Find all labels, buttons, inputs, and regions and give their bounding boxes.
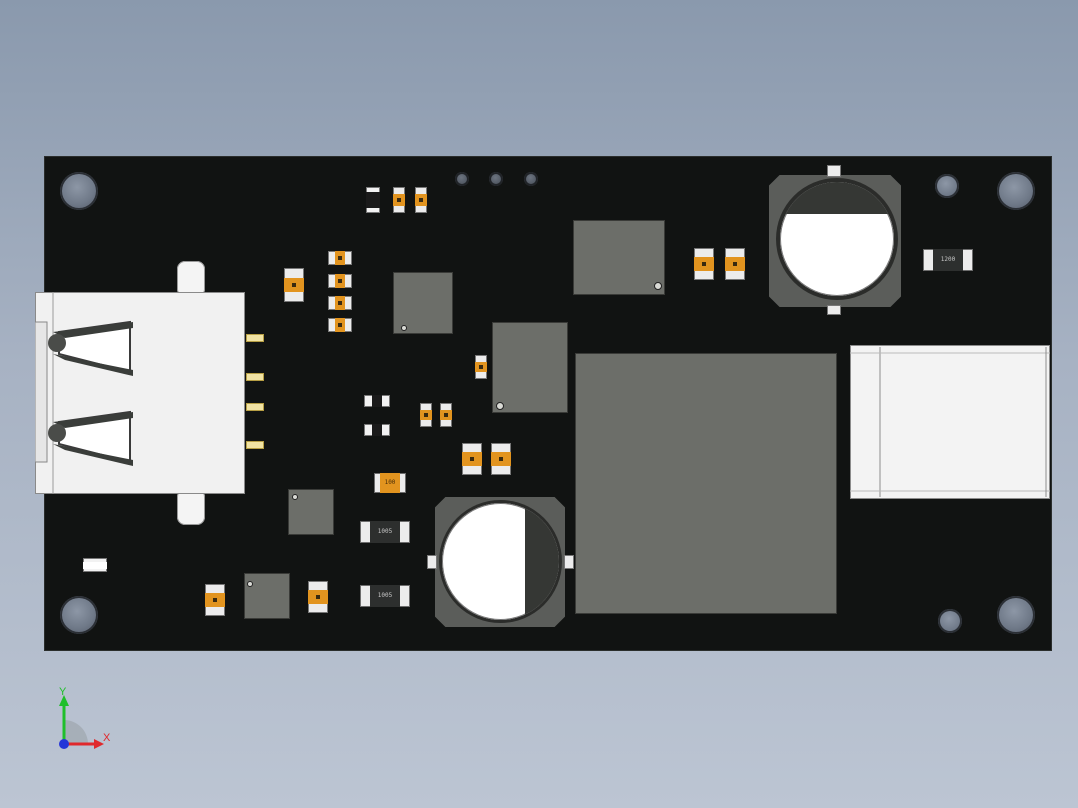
cap-bottom-face	[442, 503, 559, 620]
resistor-r2-marking: 1005	[370, 521, 400, 543]
cap-top-face	[780, 182, 894, 296]
triad-graphic	[59, 695, 104, 749]
pin1-marker	[292, 494, 298, 500]
pin1-marker	[496, 402, 504, 410]
small-hole-top-right	[935, 174, 959, 198]
pin1-marker	[401, 325, 407, 331]
diode-3[interactable]	[364, 424, 390, 436]
axis-y-label: Y	[59, 686, 67, 698]
via-1	[455, 172, 469, 186]
smd-cap-v1[interactable]	[284, 268, 304, 302]
ic-sot-bottom[interactable]	[244, 573, 290, 619]
cap-polarity-stripe	[525, 503, 559, 620]
resistor-r3-marking: 1005	[370, 585, 400, 607]
small-hole-bottom-right	[938, 609, 962, 633]
usb-a-pin-3	[246, 403, 264, 411]
cap-polarity-stripe	[780, 182, 894, 214]
via-2	[489, 172, 503, 186]
cap-lead-right	[564, 555, 574, 569]
resistor-r3[interactable]: 1005	[360, 585, 410, 607]
cap-lead-left	[427, 555, 437, 569]
led-indicator[interactable]	[83, 558, 107, 572]
resistor-r2[interactable]: 1005	[360, 521, 410, 543]
resistor-r1-marking: 1200	[933, 249, 963, 271]
smd-cap-h1[interactable]	[328, 251, 352, 265]
diode-2[interactable]	[364, 395, 390, 407]
usb-a-connector[interactable]	[35, 292, 245, 494]
usb-a-pin-1	[246, 334, 264, 342]
smd-cap-v11[interactable]	[440, 403, 452, 427]
resistor-r4[interactable]: 100	[374, 473, 406, 493]
usb-c-connector-graphic	[850, 347, 1050, 497]
mounting-hole-top-left	[60, 172, 98, 210]
usb-a-tab-top	[177, 261, 205, 297]
smd-cap-h3[interactable]	[328, 296, 352, 310]
axis-x-label: X	[103, 732, 111, 744]
mounting-hole-top-right	[997, 172, 1035, 210]
usb-a-pin-2	[246, 373, 264, 381]
cap-lead-bottom	[827, 305, 841, 315]
pcb-board[interactable]: 1200 1005 1005 100	[35, 157, 1051, 650]
power-inductor[interactable]	[575, 353, 837, 614]
smd-cap-v12[interactable]	[475, 355, 487, 379]
pin1-marker	[247, 581, 253, 587]
mounting-hole-bottom-left	[60, 596, 98, 634]
cap-lead-top	[827, 165, 841, 177]
smd-cap-v10[interactable]	[420, 403, 432, 427]
pin1-marker	[654, 282, 662, 290]
coordinate-triad: Y X	[50, 686, 120, 756]
smd-cap-v3[interactable]	[308, 581, 328, 613]
smd-cap-v6[interactable]	[462, 443, 482, 475]
smd-cap-v7[interactable]	[491, 443, 511, 475]
ic-top-center[interactable]	[573, 220, 665, 295]
ic-mosfet[interactable]	[492, 322, 568, 413]
smd-cap-v4[interactable]	[694, 248, 714, 280]
smd-cap-v2[interactable]	[205, 584, 225, 616]
mounting-hole-bottom-right	[997, 596, 1035, 634]
smd-cap-v5[interactable]	[725, 248, 745, 280]
resistor-r1[interactable]: 1200	[923, 249, 973, 271]
via-3	[524, 172, 538, 186]
resistor-r4-marking: 100	[380, 473, 400, 493]
usb-a-tab-bottom	[177, 489, 205, 525]
smd-cap-h2[interactable]	[328, 274, 352, 288]
smd-cap-v9[interactable]	[415, 187, 427, 213]
usb-a-pin-4	[246, 441, 264, 449]
ic-sot-left[interactable]	[288, 489, 334, 535]
smd-cap-h4[interactable]	[328, 318, 352, 332]
usb-c-connector[interactable]	[850, 345, 1050, 499]
smd-cap-v8[interactable]	[393, 187, 405, 213]
ic-small-upper[interactable]	[393, 272, 453, 334]
diode-1[interactable]	[366, 187, 380, 213]
usb-a-connector-graphic	[35, 292, 133, 494]
